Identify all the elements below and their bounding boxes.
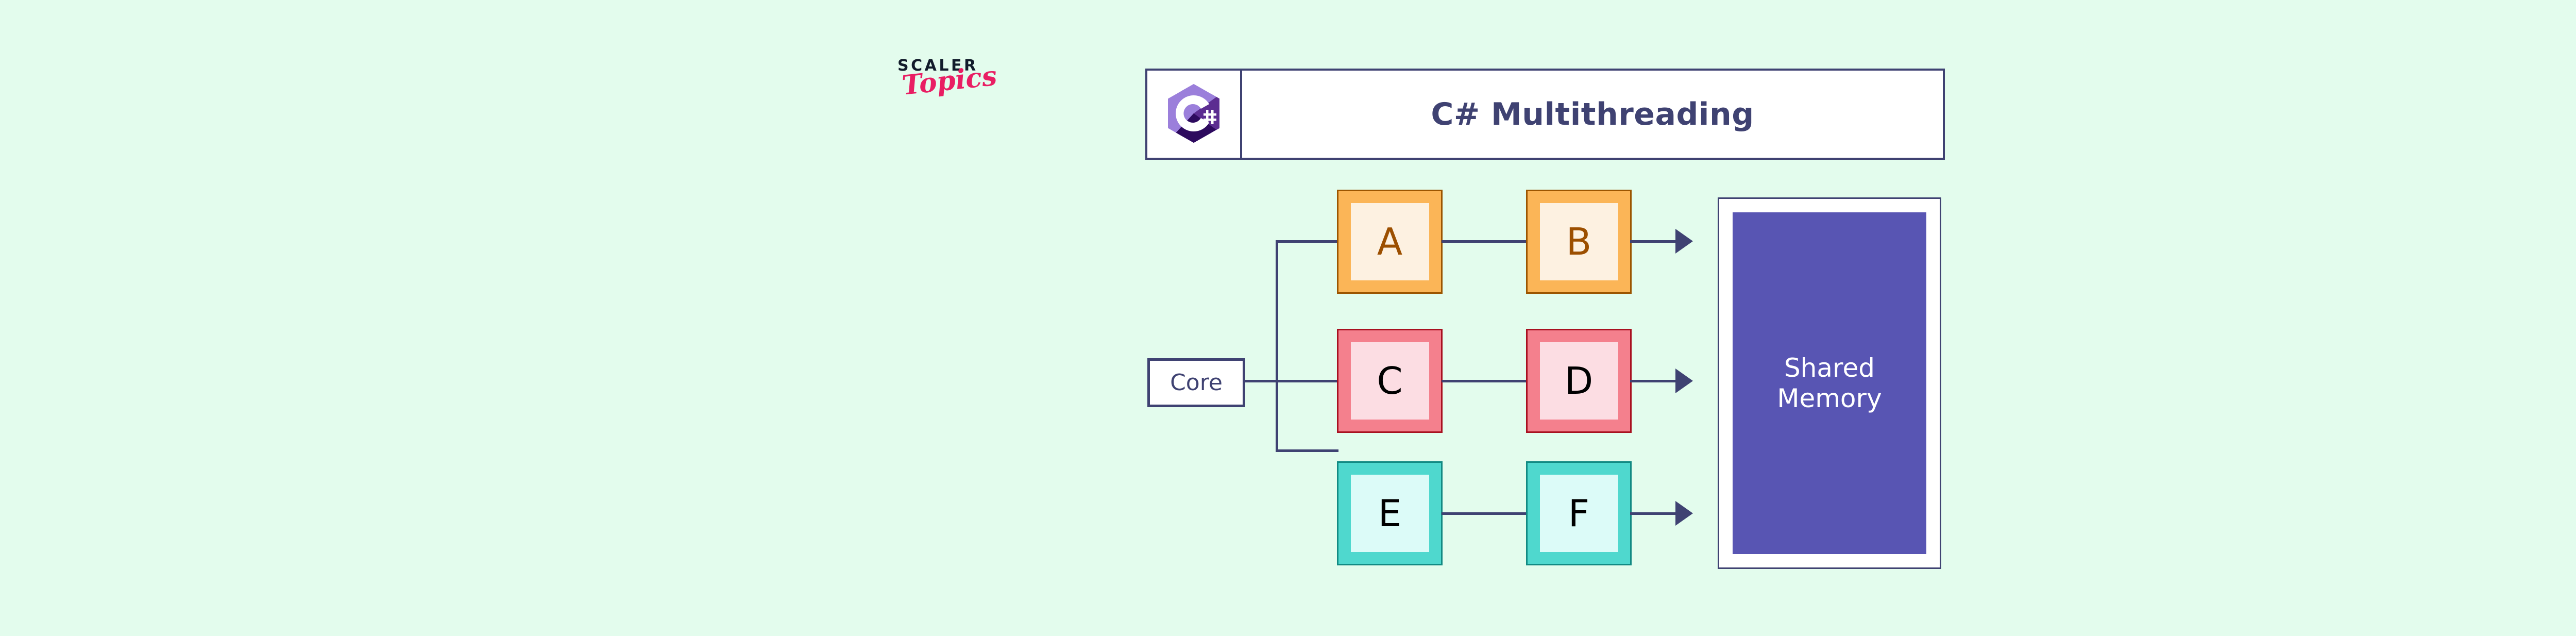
title-text-cell: C# Multithreading: [1242, 71, 1943, 158]
wire-vertical-bus: [1276, 240, 1278, 452]
wire-bus-drop-to-row-e: [1276, 449, 1278, 452]
wire-f-to-shared-memory: [1630, 512, 1677, 515]
wire-bus-to-box-a: [1276, 240, 1338, 243]
arrowhead-row-3: [1675, 501, 1693, 526]
wire-bus-to-box-e: [1276, 449, 1338, 452]
thread-box-c-label: C: [1350, 342, 1429, 420]
wire-a-to-b: [1442, 240, 1527, 243]
arrowhead-row-1: [1675, 229, 1693, 254]
thread-box-d-label: D: [1539, 342, 1618, 420]
wire-core-to-bus: [1245, 380, 1278, 382]
csharp-hexagon-logo-icon: [1166, 83, 1222, 146]
thread-box-a[interactable]: A: [1337, 190, 1443, 294]
thread-box-d[interactable]: D: [1526, 329, 1632, 433]
shared-memory-fill: Shared Memory: [1733, 212, 1926, 554]
title-bar: C# Multithreading: [1145, 69, 1945, 160]
thread-box-b-label: B: [1539, 203, 1618, 280]
wire-d-to-shared-memory: [1630, 380, 1677, 382]
shared-memory-label: Shared Memory: [1777, 353, 1882, 413]
wire-e-to-f: [1442, 512, 1527, 515]
core-node: Core: [1147, 358, 1245, 407]
thread-box-c[interactable]: C: [1337, 329, 1443, 433]
thread-box-e-label: E: [1350, 475, 1429, 552]
thread-box-b[interactable]: B: [1526, 190, 1632, 294]
thread-box-e[interactable]: E: [1337, 461, 1443, 565]
wire-c-to-d: [1442, 380, 1527, 382]
thread-box-a-label: A: [1350, 203, 1429, 280]
arrowhead-row-2: [1675, 369, 1693, 393]
scaler-topics-logo: SCALER Topics: [897, 57, 1052, 134]
shared-memory-panel: Shared Memory: [1718, 197, 1941, 569]
core-label: Core: [1170, 369, 1223, 396]
page-title: C# Multithreading: [1431, 96, 1754, 132]
wire-bus-to-box-c: [1276, 380, 1338, 382]
thread-box-f[interactable]: F: [1526, 461, 1632, 565]
thread-box-f-label: F: [1539, 475, 1618, 552]
brand-name-scaler: SCALER: [897, 57, 978, 75]
title-logo-cell: [1147, 71, 1242, 158]
wire-b-to-shared-memory: [1630, 240, 1677, 243]
